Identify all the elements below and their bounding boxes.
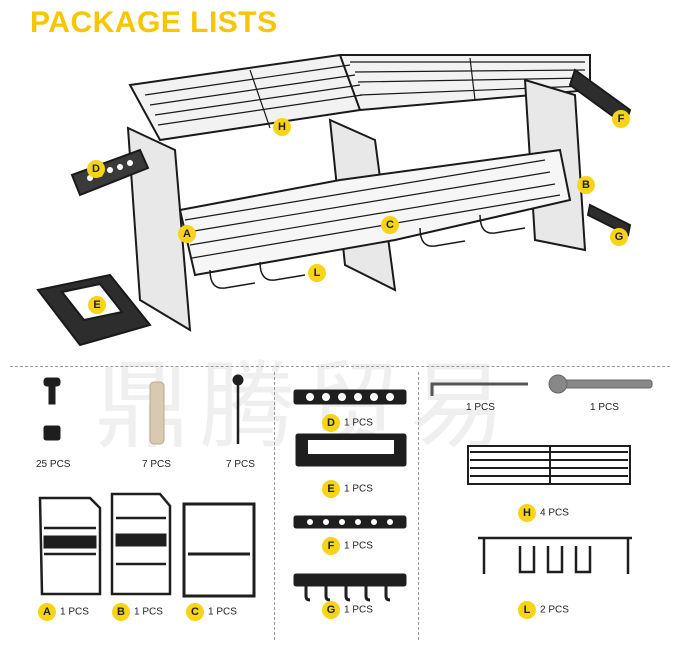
badge-b: B (577, 176, 595, 194)
hardware-illustrations (38, 374, 653, 602)
part-l-qty: 2 PCS (540, 604, 569, 616)
part-d-badge: D (322, 414, 340, 432)
assembled-rack-illustration (36, 54, 632, 347)
wrench-qty: 1 PCS (590, 402, 619, 413)
part-l-badge: L (518, 601, 536, 619)
badge-g: G (610, 228, 628, 246)
page-title: PACKAGE LISTS (30, 6, 278, 39)
badge-h: H (273, 118, 291, 136)
badge-a: A (178, 225, 196, 243)
badge-d: D (87, 160, 105, 178)
wood-screws-qty: 7 PCS (226, 459, 255, 470)
part-l-caption: L 2 PCS (518, 601, 569, 619)
part-g-badge: G (322, 601, 340, 619)
part-c-caption: C 1 PCS (186, 603, 237, 621)
anchors-qty: 7 PCS (142, 459, 171, 470)
badge-c: C (381, 216, 399, 234)
section-divider (10, 366, 670, 367)
part-b-qty: 1 PCS (134, 606, 163, 618)
column-divider-right (418, 372, 419, 640)
badge-f: F (612, 110, 630, 128)
badge-e: E (88, 296, 106, 314)
part-e-qty: 1 PCS (344, 483, 373, 495)
part-d-qty: 1 PCS (344, 417, 373, 429)
part-a-badge: A (38, 603, 56, 621)
screws-qty: 25 PCS (36, 459, 71, 470)
part-h-caption: H 4 PCS (518, 504, 569, 522)
badge-l: L (308, 264, 326, 282)
part-f-qty: 1 PCS (344, 540, 373, 552)
part-g-caption: G 1 PCS (322, 601, 373, 619)
part-f-badge: F (322, 537, 340, 555)
part-a-qty: 1 PCS (60, 606, 89, 618)
part-d-caption: D 1 PCS (322, 414, 373, 432)
part-b-badge: B (112, 603, 130, 621)
part-a-caption: A 1 PCS (38, 603, 89, 621)
part-h-qty: 4 PCS (540, 507, 569, 519)
part-g-qty: 1 PCS (344, 604, 373, 616)
part-h-badge: H (518, 504, 536, 522)
hex-key-qty: 1 PCS (466, 402, 495, 413)
part-e-caption: E 1 PCS (322, 480, 373, 498)
part-c-qty: 1 PCS (208, 606, 237, 618)
column-divider-left (274, 372, 275, 640)
part-b-caption: B 1 PCS (112, 603, 163, 621)
part-f-caption: F 1 PCS (322, 537, 373, 555)
part-e-badge: E (322, 480, 340, 498)
part-c-badge: C (186, 603, 204, 621)
